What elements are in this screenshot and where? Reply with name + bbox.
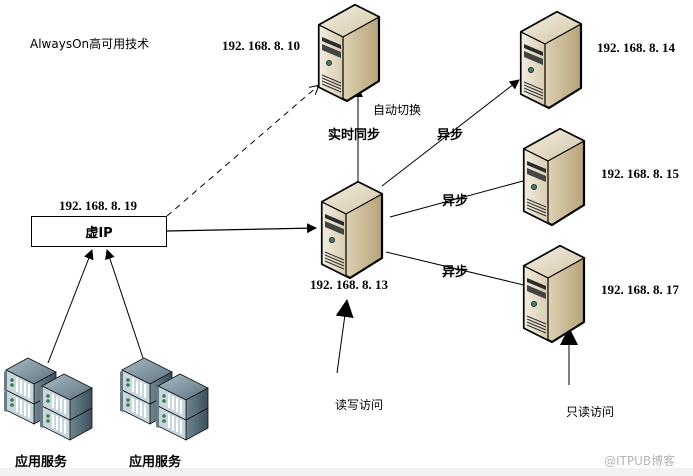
server-icon-192-168-8-10 [317, 3, 381, 103]
app1-to-vip-line [47, 249, 94, 364]
server-icon-192-168-8-15 [522, 127, 586, 227]
async-line-15 [389, 180, 524, 218]
server-icon-192-168-8-14 [519, 10, 583, 110]
ip-label-14: 192. 168. 8. 14 [597, 40, 675, 55]
bottom-strip [0, 468, 693, 476]
server-icon-192-168-8-17 [522, 244, 586, 344]
virtual-ip-box: 虚IP [31, 216, 167, 247]
ip-label-10: 192. 168. 8. 10 [222, 38, 300, 53]
failover-label: 自动切换 [373, 103, 422, 117]
server-icon-192-168-8-13 [320, 180, 384, 280]
app-server-rack-icon-1 [4, 358, 92, 440]
async-label-14: 异步 [437, 128, 464, 143]
virtual-ip-label: 虚IP [85, 226, 113, 241]
app2-to-vip-line [105, 249, 144, 359]
read-only-access-label: 只读访问 [566, 405, 615, 419]
async-line-17 [385, 251, 529, 287]
watermark: @ITPUB博客 [604, 454, 676, 468]
async-label-17: 异步 [442, 265, 469, 280]
app-server-rack-icon-2 [120, 358, 208, 440]
read-write-access-label: 读写访问 [335, 398, 384, 412]
diagram-title: AlwaysOn高可用技术 [30, 37, 150, 51]
sync-label: 实时同步 [328, 128, 381, 143]
app-service-label-2: 应用服务 [129, 455, 182, 470]
ip-label-17: 192. 168. 8. 17 [601, 282, 679, 297]
async-line-14 [381, 79, 520, 187]
async-label-15: 异步 [442, 194, 469, 209]
vip-address-label: 192. 168. 8. 19 [59, 198, 137, 213]
app-service-label-1: 应用服务 [15, 455, 68, 470]
ip-label-15: 192. 168. 8. 15 [601, 166, 679, 181]
rw-access-line [335, 299, 354, 374]
vip-to-primary-line [166, 223, 317, 234]
vip-failover-dashed-line [166, 86, 318, 217]
ip-label-13: 192. 168. 8. 13 [310, 277, 388, 292]
